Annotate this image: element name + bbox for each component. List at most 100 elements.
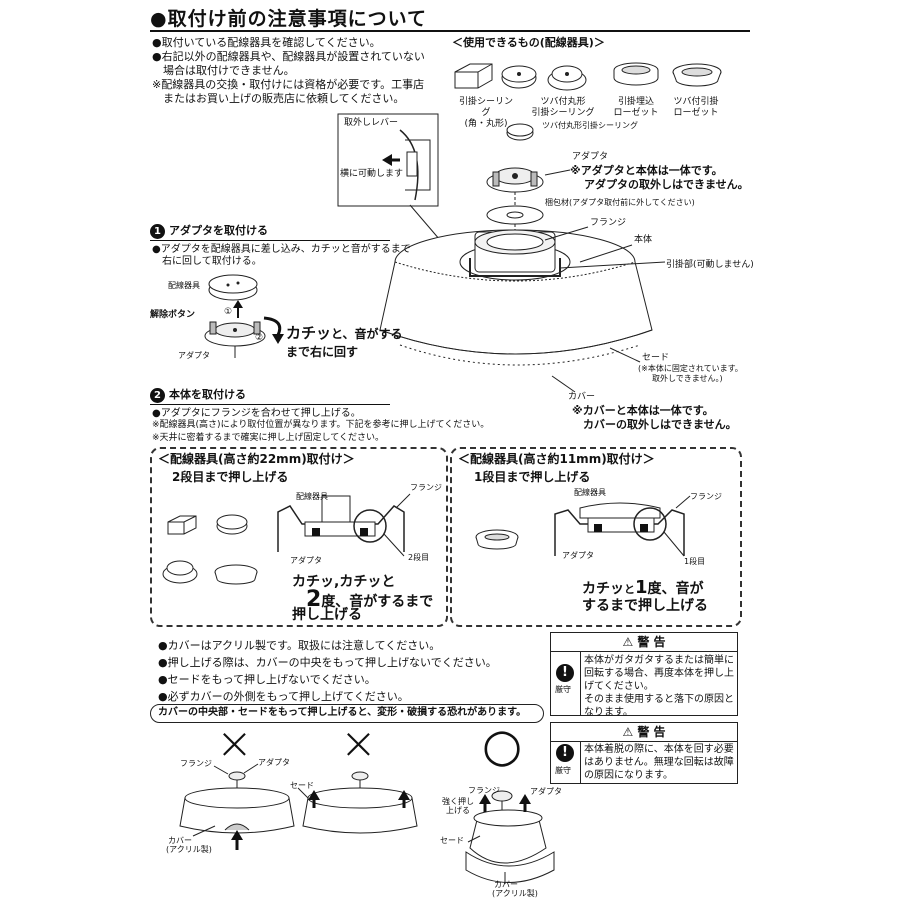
usable-item-2: ツバ付丸形 引掛シーリング <box>530 97 596 119</box>
adapter-note-1: ※アダプタと本体は一体です。 <box>570 164 723 177</box>
ok-strong-label-1: 強く押し <box>442 797 474 806</box>
warning2-line: はありません。無理な回転は故障 <box>584 757 734 768</box>
usable-item-1: 引掛シーリング (角・丸形) <box>458 97 514 130</box>
adapter-note-2: アダプタの取外しはできません。 <box>584 178 749 191</box>
box11-click-2: するまで押し上げる <box>582 598 708 614</box>
ok-mark: ○ <box>482 718 523 772</box>
label-cover: カバー <box>568 392 596 402</box>
box22-sub: 2段目まで押し上げる <box>172 470 289 484</box>
warning2-line: の原因になります。 <box>584 770 673 781</box>
box11-heading: ＜配線器具(高さ約11mm)取付け＞ <box>458 452 655 466</box>
ok-flange-label: フランジ <box>468 786 500 795</box>
warning-box-2: ⚠ 警 告 ! 厳守 本体着脱の際に、本体を回す必要 はありません。無理な回転は… <box>550 722 738 784</box>
title-rule <box>150 30 750 32</box>
usable-item-label: ツバ付丸形 <box>540 97 586 107</box>
step2-text-1: ●アダプタにフランジを合わせて押し上げる。 <box>152 408 361 419</box>
ok-shade-label: セード <box>440 836 464 845</box>
usable-item-label: 引掛埋込 <box>617 97 654 107</box>
warning1-line: 本体がガタガタするまたは簡単に <box>584 655 734 666</box>
usable-item-4: ツバ付引掛 ローゼット <box>668 97 724 119</box>
step1-text-2: 右に回して取付ける。 <box>162 256 262 267</box>
usable-item-label: 引掛シーリング <box>458 97 513 118</box>
warning1-label: 厳守 <box>555 685 571 694</box>
step1-click-text: カチッと、音がする <box>286 325 403 342</box>
ok-strong-label-2: 上げる <box>446 806 470 815</box>
box22-click-1: カチッ,カチッと <box>292 574 396 590</box>
box11-click-count: 1 <box>635 577 648 598</box>
box11-device-label: 配線器具 <box>574 488 606 497</box>
ng1-adapter-label: アダプタ <box>258 758 290 767</box>
ok-cover-label: カバー <box>494 880 518 889</box>
step1-click-small: と、音がする <box>331 327 403 341</box>
step1-heading: 1 アダプタを取付ける <box>150 224 268 239</box>
ng-mark-2: × <box>340 718 377 769</box>
ok-adapter-label: アダプタ <box>530 787 562 796</box>
step2-title: 本体を取付ける <box>169 388 246 401</box>
step2-rule <box>150 404 390 405</box>
warning-box-1: ⚠ 警 告 ! 厳守 本体がガタガタするまたは簡単に 回転する場合、再度本体を押… <box>550 632 738 719</box>
caution-item: ●セードをもって押し上げないでください。 <box>158 673 376 686</box>
warning1-title: ⚠ 警 告 <box>551 633 737 652</box>
box22-click-rest: 度、音がするまで <box>321 594 434 610</box>
label-adapter: アダプタ <box>572 152 609 162</box>
step1-rule <box>150 240 390 241</box>
box11-click-a: カチッ <box>582 581 624 597</box>
warning2-label: 厳守 <box>555 766 571 775</box>
exclamation-icon: ! <box>556 744 574 762</box>
cover-note-2: カバーの取外しはできません。 <box>583 418 737 431</box>
warning1-line: げてください。 <box>584 681 654 692</box>
box11-click-1: カチッと1度、音が <box>582 578 704 599</box>
usable-item-3: 引掛埋込 ローゼット <box>608 97 664 119</box>
warning1-text: 本体がガタガタするまたは簡単に 回転する場合、再度本体を押し上 げてください。 … <box>584 654 734 719</box>
intro-line: ●右記以外の配線器具や、配線器具が設置されていない <box>152 50 425 63</box>
exclamation-icon: ! <box>556 664 574 682</box>
box11-click-b: と <box>624 583 635 596</box>
label-lever: 取外しレバー <box>344 118 399 128</box>
box22-adapter-label: アダプタ <box>290 556 322 565</box>
ok-acrylic-label: (アクリル製) <box>492 889 538 898</box>
step1-adapter-label: アダプタ <box>178 351 210 360</box>
box22-click-3: 押し上げる <box>292 607 362 623</box>
intro-line: ●取付いている配線器具を確認してください。 <box>152 36 381 49</box>
step1-text-1: ●アダプタを配線器具に差し込み、カチッと音がするまで <box>152 244 411 255</box>
step1-release-label: 解除ボタン <box>150 310 196 320</box>
page-title: ●取付け前の注意事項について <box>150 8 428 30</box>
box11-level-label: 1段目 <box>684 557 706 566</box>
caution-item: ●カバーはアクリル製です。取扱には注意してください。 <box>158 639 441 652</box>
box22-level-label: 2段目 <box>408 553 430 562</box>
step1-device-label: 配線器具 <box>168 281 200 290</box>
deform-note-box <box>150 704 544 723</box>
usable-heading: ＜使用できるもの(配線器具)＞ <box>452 36 605 49</box>
label-shade: セード <box>642 353 670 363</box>
usable-item-sublabel: ローゼット <box>673 108 719 118</box>
usable-item-sublabel: ローゼット <box>613 108 659 118</box>
usable-item-sublabel: (角・丸形) <box>464 119 508 129</box>
label-flange: フランジ <box>590 218 627 228</box>
label-slide: 横に可動します <box>340 169 404 179</box>
step1-number: 1 <box>150 224 165 239</box>
step1-title: アダプタを取付ける <box>169 224 268 237</box>
box22-heading: ＜配線器具(高さ約22mm)取付け＞ <box>158 452 355 466</box>
step1-mark-1: ① <box>224 307 233 317</box>
box22-click-2: 2度、音がするまで <box>306 587 434 612</box>
warning2-line: 本体着脱の際に、本体を回す必要 <box>584 744 734 755</box>
warning1-line: そのまま使用すると落下の原因と <box>584 694 734 705</box>
box22-click-count: 2 <box>306 587 322 612</box>
label-body: 本体 <box>634 235 653 245</box>
warning2-text: 本体着脱の際に、本体を回す必要 はありません。無理な回転は故障 の原因になります… <box>584 743 734 782</box>
usable-extra: ツバ付丸形引掛シーリング <box>542 121 638 130</box>
intro-line: 場合は取付けできません。 <box>152 64 295 77</box>
caution-item: ●押し上げる際は、カバーの中央をもって押し上げないでください。 <box>158 656 497 669</box>
box-22mm <box>150 447 448 627</box>
ng2-shade-label: セード <box>290 781 314 790</box>
ng-mark-1: × <box>216 718 253 769</box>
step1-click-2: まで右に回す <box>286 345 359 359</box>
intro-line: ※配線器具の交換・取付けには資格が必要です。工事店 <box>152 78 425 91</box>
caution-item: ●必ずカバーの外側をもって押し上げてください。 <box>158 690 409 703</box>
ng1-acrylic-label: (アクリル製) <box>166 845 212 854</box>
usable-item-sublabel: 引掛シーリング <box>531 108 595 118</box>
step2-number: 2 <box>150 388 165 403</box>
